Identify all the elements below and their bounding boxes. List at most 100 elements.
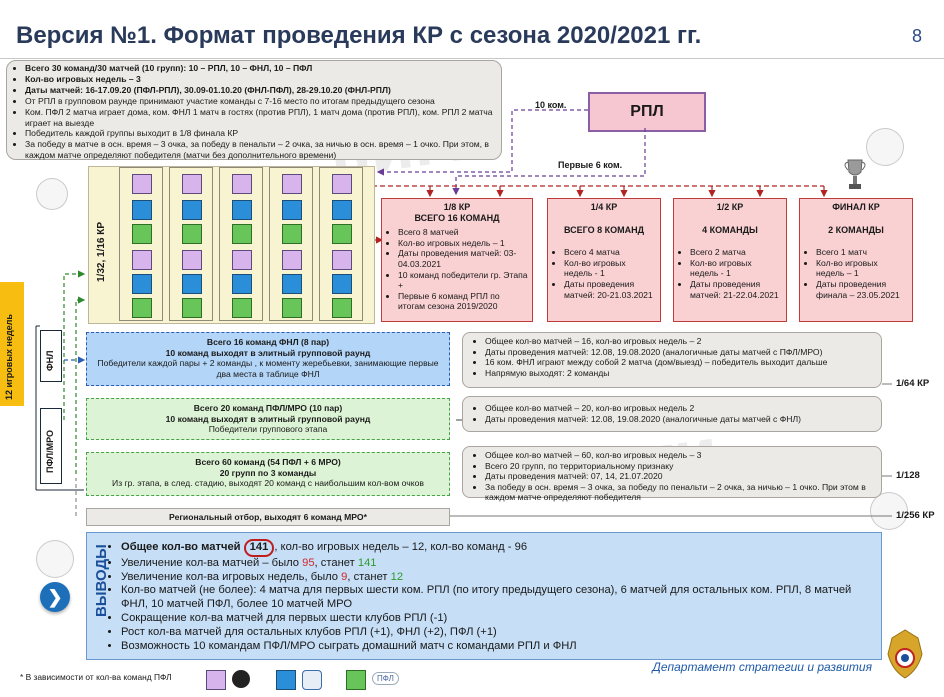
rpl-logo-icon [232, 670, 250, 688]
fnl-team-square [182, 200, 202, 220]
card-item: Даты проведения матчей: 20-21.03.2021 [564, 279, 656, 300]
inc-weeks-pre: Увеличение кол-ва игровых недель, было [121, 570, 342, 583]
card-items: Всего 8 матчейКол-во игровых недель – 1Д… [386, 227, 528, 312]
card-items: Всего 4 матчаКол-во игровых недель - 1Да… [552, 247, 656, 300]
football-ball-icon [36, 178, 68, 210]
rpl-team-square [332, 250, 352, 270]
rpl-team-square [232, 174, 252, 194]
notes-list: Всего 30 команд/30 матчей (10 групп): 10… [13, 63, 495, 161]
card-item: Всего 8 матчей [398, 227, 528, 238]
group-column [269, 167, 313, 321]
groups-round-box: Всего 60 команд (54 ПФЛ + 6 МРО) 20 груп… [86, 452, 450, 496]
group-stage-notes: Всего 30 команд/30 матчей (10 групп): 10… [6, 60, 502, 160]
conclusion-item: Кол-во матчей (не более): 4 матча для пе… [121, 584, 881, 612]
fnl-team-square [332, 274, 352, 294]
pfl-team-square [282, 298, 302, 318]
conclusion-item: Рост кол-ва матчей для остальных клубов … [121, 626, 881, 640]
note-item: Всего 30 команд/30 матчей (10 групп): 10… [25, 63, 495, 74]
groups-info-box: Общее кол-во матчей – 60, кол-во игровых… [462, 446, 882, 502]
game-weeks-label: 12 игровых недель [0, 282, 24, 406]
info-item: Даты проведения матчей: 12.08, 19.08.202… [485, 414, 875, 425]
pfl-team-square [132, 298, 152, 318]
card-item: Кол-во игровых недель – 1 [816, 258, 908, 279]
card-title: 1/4 КР [590, 202, 618, 212]
fnl-team-square [232, 200, 252, 220]
info-item: Общее кол-во матчей – 60, кол-во игровых… [485, 450, 875, 461]
card-item: Даты проведения финала – 23.05.2021 [816, 279, 908, 300]
rpl-team-square [182, 174, 202, 194]
header-divider [0, 58, 944, 59]
fnl-team-square [232, 274, 252, 294]
info-item: 16 ком. ФНЛ играют между собой 2 матча (… [485, 357, 875, 368]
note-item: Даты матчей: 16-17.09.20 (ПФЛ-РПЛ), 30.0… [25, 85, 495, 96]
note-item: Ком. ПФЛ 2 матча играет дома, ком. ФНЛ 1… [25, 107, 495, 129]
pfl-line3: Победители группового этапа [208, 424, 328, 435]
fnl-team-square [332, 200, 352, 220]
pfl-info-list: Общее кол-во матчей – 20, кол-во игровых… [469, 403, 875, 424]
card-item: Даты проведения матчей: 03-04.03.2021 [398, 248, 528, 269]
fnl-side-label: ФНЛ [40, 330, 62, 382]
card-semifinal: 1/2 КР 4 КОМАНДЫ Всего 2 матчаКол-во игр… [673, 198, 787, 322]
info-item: Общее кол-во матчей – 16, кол-во игровых… [485, 336, 875, 347]
card-item: Всего 2 матча [690, 247, 782, 258]
legend-rpl-square [206, 670, 226, 690]
group-stage-grid [88, 166, 375, 324]
fnl-team-square [282, 200, 302, 220]
conclusion-total: Общее кол-во матчей 141, кол-во игровых … [121, 539, 881, 557]
card-items: Всего 1 матчКол-во игровых недель – 1Дат… [804, 247, 908, 300]
football-ball-icon [870, 492, 908, 530]
rpl-team-square [282, 250, 302, 270]
card-title: ФИНАЛ КР [832, 202, 880, 212]
group-stage-label: 1/32, 1/16 КР [96, 221, 107, 282]
note-item: От РПЛ в групповом раунде принимают учас… [25, 96, 495, 107]
inc-weeks-was: 9 [341, 570, 348, 583]
next-arrow-button[interactable]: ❯ [40, 582, 70, 612]
fnl-info-list: Общее кол-во матчей – 16, кол-во игровых… [469, 336, 875, 378]
card-title: 1/8 КР [443, 202, 471, 212]
card-subtitle: ВСЕГО 8 КОМАНД [563, 224, 645, 235]
pfl-line2: 10 команд выходят в элитный групповой ра… [165, 413, 371, 424]
ratio-1-256: 1/256 КР [896, 510, 935, 521]
info-item: За победу в осн. время – 3 очка, за побе… [485, 482, 875, 503]
group-column [219, 167, 263, 321]
conclusion-item: Возможность 10 командам ПФЛ/МРО сыграть … [121, 640, 881, 654]
footnote: * В зависимости от кол-ва команд ПФЛ [20, 672, 172, 682]
ratio-1-64: 1/64 КР [896, 378, 930, 389]
pfl-side-label: ПФЛ/МРО [40, 408, 62, 484]
rpl-team-square [282, 174, 302, 194]
rfs-emblem-icon [887, 629, 923, 679]
total-matches-value: 141 [243, 539, 275, 557]
rpl-box: РПЛ [588, 92, 706, 132]
note-item: Победитель каждой группы выходит в 1/8 ф… [25, 128, 495, 139]
card-item: Всего 1 матч [816, 247, 908, 258]
inc-matches-now: 141 [357, 556, 377, 569]
rpl-team-square [132, 250, 152, 270]
pfl-team-square [332, 224, 352, 244]
inc-weeks-mid: , станет [347, 570, 391, 583]
info-item: Напрямую выходят: 2 команды [485, 368, 875, 379]
conclusion-matches-increase: Увеличение кол-ва матчей – было 95, стан… [121, 557, 881, 571]
page-title: Версия №1. Формат проведения КР с сезона… [16, 22, 702, 49]
fnl-team-square [132, 200, 152, 220]
inc-matches-mid: , станет [314, 556, 358, 569]
rpl-team-square [232, 250, 252, 270]
football-ball-icon [36, 540, 74, 578]
game-weeks-text: 12 игровых недель [4, 314, 14, 400]
conclusions-box: ВЫВОДЫ Общее кол-во матчей 141, кол-во и… [86, 532, 882, 660]
first-six-label: Первые 6 ком. [558, 160, 623, 170]
fnl-line3: Победители каждой пары + 2 команды , к м… [97, 358, 439, 379]
pfl-team-square [182, 224, 202, 244]
conclusions-list: Общее кол-во матчей 141, кол-во игровых … [109, 539, 881, 653]
card-item: Кол-во игровых недель – 1 [398, 238, 528, 249]
note-item: За победу в матче в осн. время – 3 очка,… [25, 139, 495, 161]
card-items: Всего 2 матчаКол-во игровых недель - 1Да… [678, 247, 782, 300]
group-column [169, 167, 213, 321]
card-item: Кол-во игровых недель - 1 [690, 258, 782, 279]
total-matches-label: Общее кол-во матчей [121, 541, 241, 553]
info-item: Общее кол-во матчей – 20, кол-во игровых… [485, 403, 875, 414]
legend-fnl-square [276, 670, 296, 690]
pfl-team-square [282, 224, 302, 244]
rpl-team-square [132, 174, 152, 194]
card-item: Кол-во игровых недель - 1 [564, 258, 656, 279]
